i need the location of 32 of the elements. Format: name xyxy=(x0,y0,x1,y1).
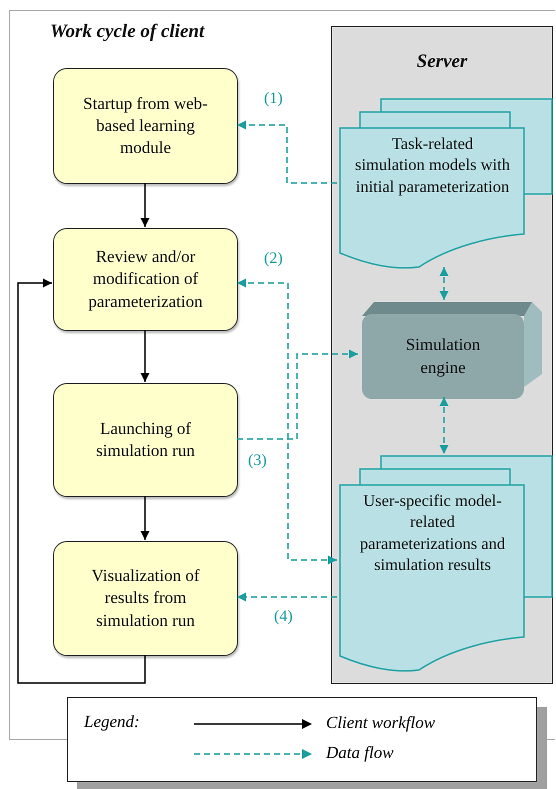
data-flow-arrow xyxy=(237,278,337,564)
legend-label: Client workflow xyxy=(326,713,436,733)
workflow-arrow xyxy=(17,278,146,684)
server-panel xyxy=(331,26,553,684)
step-text: Startup from web-based learning module xyxy=(82,92,209,160)
edge-label: (1) xyxy=(262,90,285,108)
data-flow-arrow xyxy=(237,592,337,602)
client-frame xyxy=(9,10,555,740)
data-flow-arrow xyxy=(440,397,448,454)
process-box xyxy=(53,68,238,184)
engine-text: Simulation engine xyxy=(404,334,482,379)
data-flow-arrow xyxy=(237,120,337,184)
workflow-arrow xyxy=(140,496,150,540)
workflow-arrow xyxy=(140,183,150,227)
edge-label: (4) xyxy=(272,608,295,626)
step-text: Visualization of results from simulation run xyxy=(90,565,201,632)
process-box xyxy=(53,228,238,331)
step-text: Launching of simulation run xyxy=(95,418,196,462)
group-heading: Work cycle of client xyxy=(50,21,204,43)
process-box xyxy=(53,383,238,497)
document-text: Task-related simulation models with initial parameterization xyxy=(355,133,510,198)
document-text: User-specific model-related parameterizations and simulation results xyxy=(358,490,506,576)
legend-label: Data flow xyxy=(326,743,394,763)
edge-label: (2) xyxy=(262,250,285,268)
edge-label: (3) xyxy=(246,452,269,470)
step-text: Review and/or modification of parameterization xyxy=(87,246,204,313)
group-heading: Server xyxy=(416,51,468,73)
data-flow-arrow xyxy=(440,267,448,300)
legend-title: Legend: xyxy=(84,712,140,732)
workflow-arrow xyxy=(140,330,150,382)
process-box xyxy=(53,541,238,656)
data-flow-arrow xyxy=(237,350,358,440)
